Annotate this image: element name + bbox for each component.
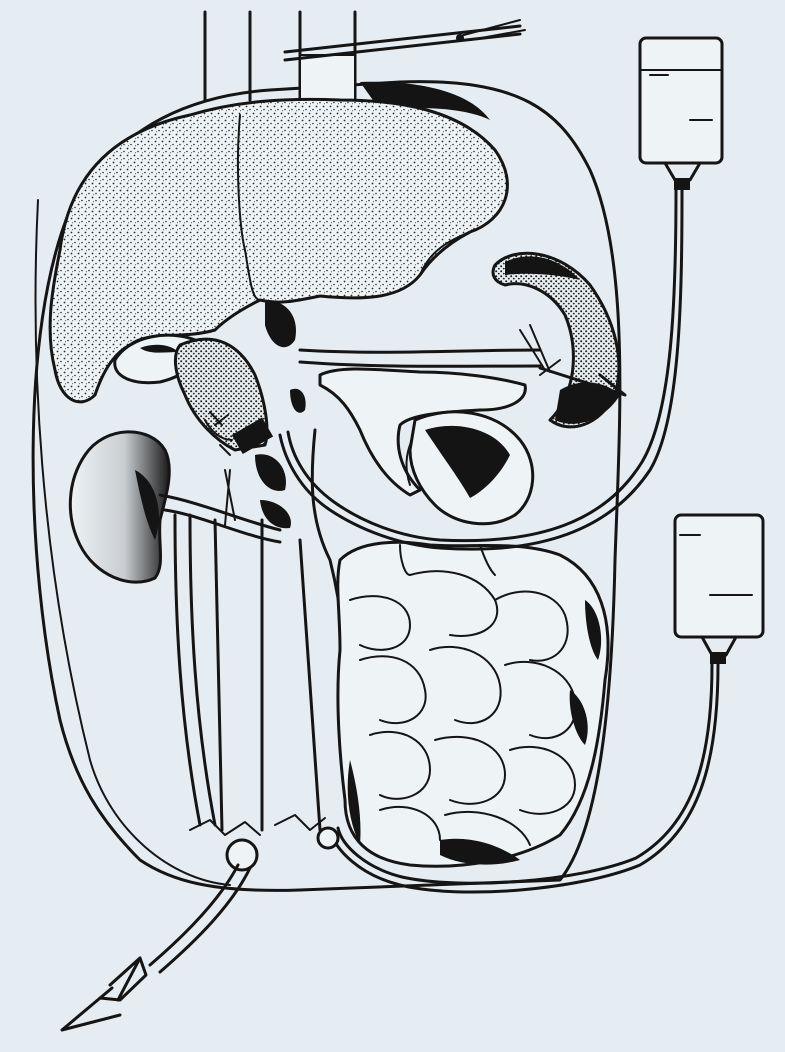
great-vessels-top	[205, 12, 355, 105]
duodenum	[175, 339, 273, 455]
drip-bag-icon	[675, 515, 763, 664]
drip-bag-icon	[640, 38, 722, 190]
arrow-out-icon	[62, 865, 250, 1030]
ligatures	[190, 815, 338, 870]
right-kidney	[70, 432, 169, 582]
small-intestine	[338, 542, 608, 866]
stomach	[406, 412, 532, 524]
